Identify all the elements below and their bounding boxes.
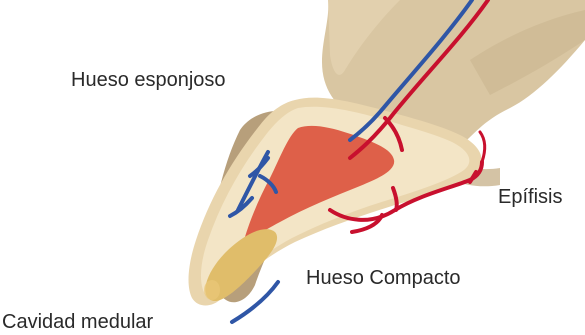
label-epiphysis: Epífisis [498,187,562,207]
label-spongy-bone: Hueso esponjoso [71,70,226,90]
label-medullary-cavity: Cavidad medular [2,312,153,332]
label-compact-bone: Hueso Compacto [306,268,461,288]
